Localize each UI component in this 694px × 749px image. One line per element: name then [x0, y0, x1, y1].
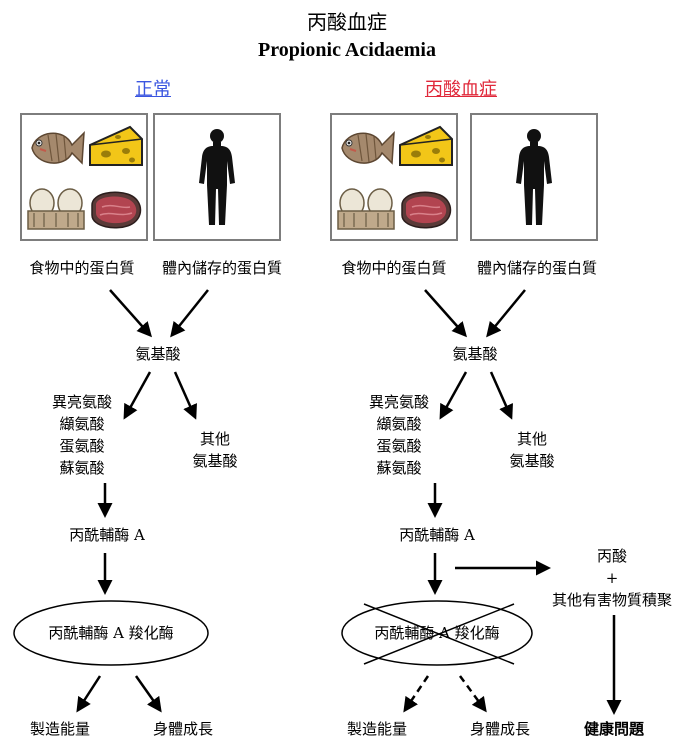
amino-acids-label: 氨基酸: [192, 452, 238, 470]
heading-normal: 正常: [135, 79, 171, 100]
enzyme-normal: 丙酰輔酶 A 羧化酶: [48, 624, 174, 642]
food-protein-disease: 食物中的蛋白質: [341, 259, 447, 277]
methionine-label: 蛋氨酸: [376, 437, 422, 455]
plus-sign: +: [605, 569, 619, 587]
arrow-enzyme-to-energy-disease: [403, 675, 430, 713]
body-panel-normal: [153, 113, 281, 241]
arrow-amino-to-specific-normal: [123, 371, 152, 420]
arrow-food-to-amino-normal: [109, 289, 152, 338]
specific-amino-acids-normal: 異亮氨酸 纈氨酸 蛋氨酸 蘇氨酸: [52, 391, 112, 479]
isoleucine-label: 異亮氨酸: [368, 393, 430, 411]
body-protein-normal: 體內儲存的蛋白質: [161, 259, 283, 277]
accumulation-block: 丙酸 + 其他有害物質積聚: [552, 545, 672, 611]
body-panel-disease: [470, 113, 598, 241]
methionine-label: 蛋氨酸: [59, 437, 105, 455]
other-label: 其他: [199, 430, 231, 448]
amino-acids-normal: 氨基酸: [135, 345, 181, 363]
growth-normal: 身體成長: [152, 720, 214, 738]
growth-disease: 身體成長: [469, 720, 531, 738]
arrow-amino-to-specific-disease: [439, 371, 468, 420]
arrow-enzyme-to-energy-normal: [76, 675, 102, 713]
valine-label: 纈氨酸: [59, 415, 105, 433]
arrow-body-to-amino-disease: [486, 289, 526, 338]
amino-acids-label: 氨基酸: [509, 452, 555, 470]
propionyl-coa-disease: 丙酰輔酶 A: [399, 526, 475, 544]
energy-disease: 製造能量: [346, 720, 408, 738]
diagram-subtitle: Propionic Acidaemia: [258, 39, 436, 61]
threonine-label: 蘇氨酸: [376, 459, 422, 477]
isoleucine-label: 異亮氨酸: [51, 393, 113, 411]
enzyme-crossed-out-mark: [363, 603, 515, 665]
arrow-food-to-amino-disease: [424, 289, 467, 338]
arrow-enzyme-to-growth-normal: [134, 675, 162, 713]
enzyme-ellipse-disease: [341, 600, 533, 666]
other-amino-acids-normal: 其他 氨基酸: [192, 428, 237, 472]
threonine-label: 蘇氨酸: [59, 459, 105, 477]
propionyl-coa-normal: 丙酰輔酶 A: [69, 526, 145, 544]
specific-amino-acids-disease: 異亮氨酸 纈氨酸 蛋氨酸 蘇氨酸: [369, 391, 429, 479]
food-protein-normal: 食物中的蛋白質: [29, 259, 135, 277]
amino-acids-disease: 氨基酸: [452, 345, 498, 363]
energy-normal: 製造能量: [29, 720, 91, 738]
body-protein-disease: 體內儲存的蛋白質: [476, 259, 598, 277]
arrow-amino-to-other-disease: [489, 371, 513, 420]
heading-propionic-acidaemia: 丙酸血症: [425, 79, 497, 100]
arrow-enzyme-to-growth-disease: [458, 675, 487, 713]
food-panel-disease: [330, 113, 458, 241]
harmful-substances-label: 其他有害物質積聚: [551, 591, 673, 609]
enzyme-ellipse-normal: [13, 600, 209, 666]
food-panel-normal: [20, 113, 148, 241]
arrow-amino-to-other-normal: [173, 371, 197, 420]
valine-label: 纈氨酸: [376, 415, 422, 433]
propionic-acid-label: 丙酸: [596, 547, 628, 565]
diagram-title: 丙酸血症: [307, 10, 387, 34]
enzyme-disease: 丙酰輔酶 A 羧化酶: [374, 624, 500, 642]
other-label: 其他: [516, 430, 548, 448]
health-problems: 健康問題: [583, 720, 645, 738]
arrow-body-to-amino-normal: [170, 289, 209, 338]
other-amino-acids-disease: 其他 氨基酸: [509, 428, 554, 472]
